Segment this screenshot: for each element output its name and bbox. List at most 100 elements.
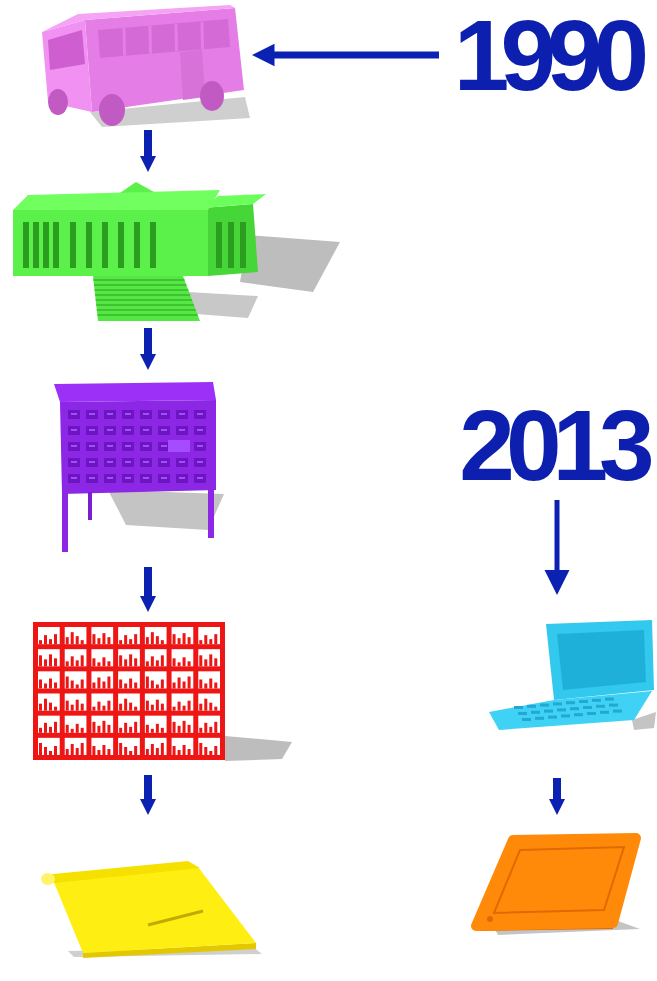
card-catalog-icon: [48, 378, 228, 558]
book: [71, 632, 74, 644]
book: [173, 634, 176, 644]
drawer-handle: [107, 477, 113, 479]
book: [92, 634, 95, 644]
pediment: [120, 182, 154, 193]
book: [151, 744, 154, 755]
shelf-cell: [198, 738, 220, 755]
book: [119, 704, 122, 711]
column-gap: [43, 222, 49, 268]
book: [156, 724, 159, 733]
shelf-cell: [198, 671, 220, 688]
book: [107, 701, 110, 711]
book: [39, 640, 42, 644]
drawer: [194, 474, 206, 483]
column-gap: [86, 222, 92, 268]
laptop-screen: [546, 620, 654, 700]
cabinet-leg: [208, 488, 214, 538]
book: [199, 743, 202, 755]
drawer: [158, 474, 170, 483]
book: [156, 748, 159, 755]
shelf-cell: [172, 694, 194, 711]
building-wing: [203, 204, 258, 276]
book: [44, 747, 47, 755]
column-gap: [118, 222, 124, 268]
book: [71, 705, 74, 711]
cabinet-top: [54, 382, 216, 402]
book: [183, 682, 186, 689]
book: [173, 683, 176, 689]
tablet-icon: [468, 830, 646, 935]
drawer-handle: [143, 429, 149, 431]
book: [124, 747, 127, 755]
book: [199, 728, 202, 733]
shelf-cell: [198, 627, 220, 644]
book: [92, 683, 95, 689]
shelf-cell: [145, 649, 167, 666]
shadow: [225, 736, 292, 761]
shelf-cell: [145, 694, 167, 711]
key: [605, 698, 614, 701]
drawer-handle: [179, 429, 185, 431]
drawer-handle: [89, 445, 95, 447]
book: [49, 679, 52, 689]
book: [161, 728, 164, 733]
key: [566, 701, 575, 704]
book: [151, 656, 154, 666]
roll-end: [41, 873, 55, 885]
book: [204, 659, 207, 666]
drawer: [104, 458, 116, 467]
drawer-handle: [161, 445, 167, 447]
shelf-cell: [38, 649, 60, 666]
book: [71, 729, 74, 733]
book: [178, 726, 181, 733]
year-text: 2013: [450, 398, 655, 493]
key: [579, 700, 588, 703]
drawer: [86, 442, 98, 451]
year-label: 2013: [450, 398, 655, 493]
shelf-cell: [172, 738, 194, 755]
book: [54, 634, 57, 644]
key: [574, 713, 583, 716]
drawer: [122, 426, 134, 435]
drawer-handle: [179, 477, 185, 479]
book: [66, 677, 69, 689]
book: [76, 685, 79, 689]
drawer: [68, 474, 80, 483]
book: [156, 685, 159, 689]
drawer: [176, 410, 188, 419]
home-button: [487, 916, 493, 922]
book: [178, 662, 181, 666]
book: [199, 640, 202, 644]
window-divider: [123, 28, 127, 56]
drawer: [122, 410, 134, 419]
book: [129, 727, 132, 733]
tablet-icon-graphic: [468, 830, 646, 935]
cabinet-leg: [88, 492, 92, 520]
library-building-icon: [8, 180, 343, 326]
book: [119, 680, 122, 689]
shelf-cell: [91, 716, 113, 733]
stair-step: [93, 279, 184, 281]
book: [54, 658, 57, 666]
drawer: [140, 474, 152, 483]
shelf-cell: [38, 694, 60, 711]
book: [76, 636, 79, 644]
key: [553, 702, 562, 705]
drawer: [194, 442, 206, 451]
book: [92, 746, 95, 755]
book: [119, 743, 122, 755]
building-facade: [13, 210, 208, 276]
drawer-handle: [71, 413, 77, 415]
book: [81, 680, 84, 689]
key: [527, 705, 536, 708]
book: [188, 749, 191, 755]
book: [44, 635, 47, 644]
drawer: [140, 458, 152, 467]
book: [151, 632, 154, 644]
shelf-cell: [172, 627, 194, 644]
shelf-cell: [38, 627, 60, 644]
notepad-icon-graphic: [38, 855, 263, 957]
book: [102, 706, 105, 711]
stair-step: [97, 314, 197, 316]
book: [97, 638, 100, 644]
